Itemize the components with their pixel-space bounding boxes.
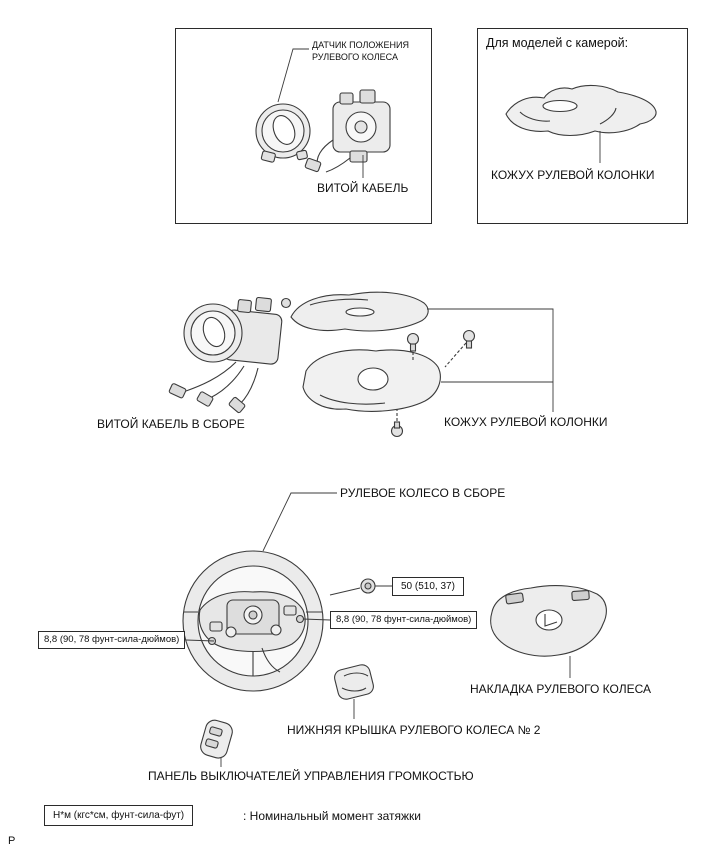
- pad-label: НАКЛАДКА РУЛЕВОГО КОЛЕСА: [470, 682, 652, 696]
- spiral-cable-assembly-icon: [168, 296, 292, 414]
- inset1-leader-lines: [277, 48, 364, 178]
- column-cover-bracket-line: [427, 308, 554, 412]
- inset-frame-camera: [477, 28, 688, 224]
- camera-cover-label: КОЖУХ РУЛЕВОЙ КОЛОНКИ: [491, 168, 655, 182]
- cable-assembly-label: ВИТОЙ КАБЕЛЬ В СБОРЕ: [97, 417, 245, 431]
- torque-box-right: 8,8 (90, 78 фунт-сила-дюймов): [330, 611, 478, 630]
- wheel-leader-line: [262, 492, 337, 552]
- wheel-assembly-label: РУЛЕВОЕ КОЛЕСО В СБОРЕ: [340, 486, 506, 500]
- steering-sensor-icon: [255, 103, 311, 163]
- camera-column-cover-icon: [505, 84, 657, 137]
- spiral-cable-label: ВИТОЙ КАБЕЛЬ: [317, 181, 409, 195]
- camera-inset-title: Для моделей с камерой:: [486, 36, 629, 50]
- torque-unit-box: Н*м (кгс*см, фунт-сила-фут): [44, 805, 194, 826]
- column-cover-icon: [290, 291, 476, 438]
- lower-cover-label: НИЖНЯЯ КРЫШКА РУЛЕВОГО КОЛЕСА № 2: [287, 723, 541, 737]
- lower-cover-icon: [334, 664, 374, 700]
- column-cover-label: КОЖУХ РУЛЕВОЙ КОЛОНКИ: [444, 415, 608, 429]
- inset-frame-spiral-cable: [175, 28, 432, 224]
- torque-leader-lines: [185, 585, 392, 642]
- set-nut-icon: [360, 578, 376, 594]
- switch-panel-icon: [200, 719, 233, 759]
- wheel-pad-icon: [490, 585, 607, 657]
- spiral-cable-icon: [304, 89, 391, 173]
- torque-box-left: 8,8 (90, 78 фунт-сила-дюймов): [38, 631, 186, 650]
- steering-wheel-icon: [182, 550, 324, 692]
- switch-panel-label: ПАНЕЛЬ ВЫКЛЮЧАТЕЛЕЙ УПРАВЛЕНИЯ ГРОМКОСТЬ…: [148, 769, 474, 783]
- sensor-label: ДАТЧИК ПОЛОЖЕНИЯ РУЛЕВОГО КОЛЕСА: [312, 40, 409, 62]
- page-corner-letter: P: [8, 835, 16, 847]
- torque-box-center: 50 (510, 37): [392, 577, 464, 596]
- torque-legend-note: : Номинальный момент затяжки: [243, 809, 421, 823]
